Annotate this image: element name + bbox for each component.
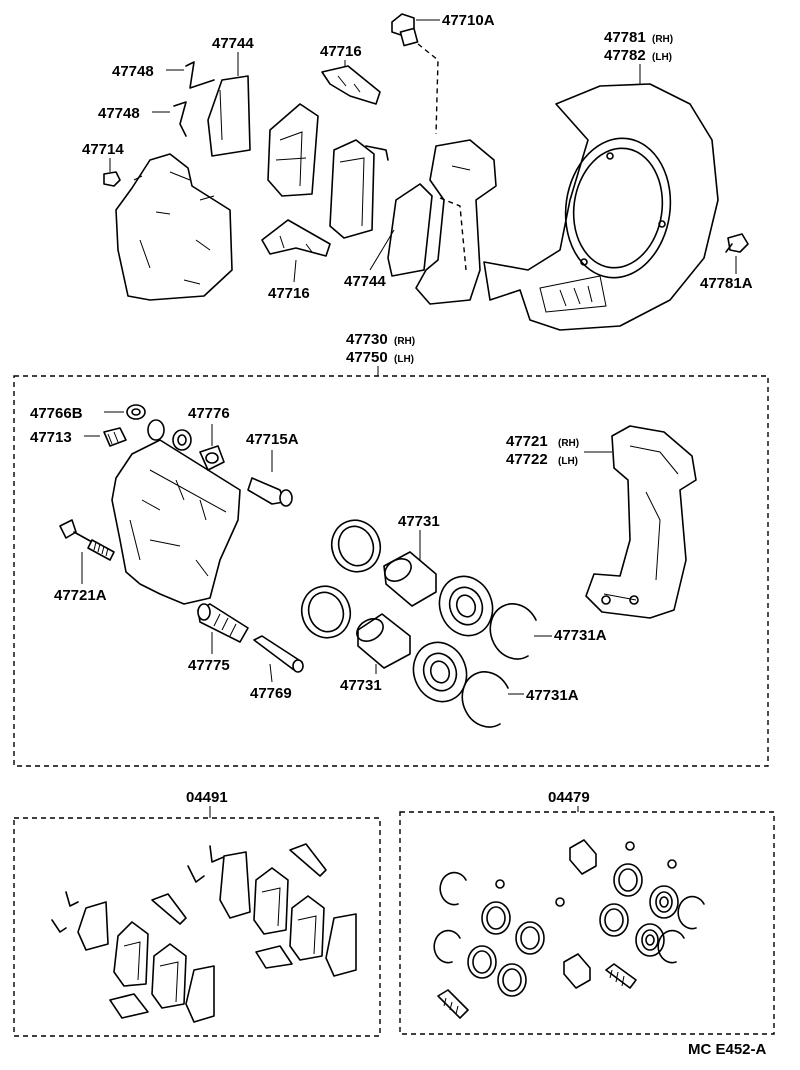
clip-47748-illustration bbox=[173, 61, 215, 137]
seal-ring-lower-left-illustration bbox=[300, 585, 352, 639]
label-47781-rh: (RH) bbox=[652, 34, 673, 45]
shim-47744-top-illustration bbox=[207, 75, 251, 157]
label-04491: 04491 bbox=[186, 789, 228, 806]
cap-47766b-illustration bbox=[126, 404, 146, 420]
label-47713: 47713 bbox=[30, 429, 72, 446]
piston-upper-illustration bbox=[383, 551, 437, 607]
label-47731a-b: 47731A bbox=[526, 687, 579, 704]
label-47716-top: 47716 bbox=[320, 43, 362, 60]
label-47730-rh: (RH) bbox=[394, 336, 415, 347]
label-47748-a: 47748 bbox=[112, 63, 154, 80]
label-47776: 47776 bbox=[188, 405, 230, 422]
seal-ring-upper-left-illustration bbox=[330, 519, 382, 573]
slide-pin-47775-illustration bbox=[197, 603, 249, 643]
label-47766b: 47766B bbox=[30, 405, 83, 422]
pad-support-plate-47716-bottom-illustration bbox=[261, 219, 331, 257]
bolt-47710a-illustration bbox=[391, 13, 439, 135]
pad-inner-top-illustration bbox=[267, 103, 319, 197]
kit-04491-box bbox=[13, 817, 381, 1037]
label-47722: 47722 bbox=[506, 451, 548, 468]
label-47731-bottom: 47731 bbox=[340, 677, 382, 694]
label-47744-bottom: 47744 bbox=[344, 273, 386, 290]
slide-pin-47769-illustration bbox=[253, 635, 304, 673]
label-47731a-a: 47731A bbox=[554, 627, 607, 644]
label-47775: 47775 bbox=[188, 657, 230, 674]
label-47730: 47730 bbox=[346, 331, 388, 348]
kit-04479-box bbox=[399, 811, 775, 1035]
dust-boot-upper-illustration bbox=[438, 575, 494, 637]
caliper-assembly-box bbox=[13, 375, 769, 767]
retaining-ring-upper-illustration bbox=[489, 603, 537, 660]
label-47721-rh: (RH) bbox=[558, 438, 579, 449]
footer-code: MC E452-A bbox=[688, 1041, 767, 1058]
shim-47744-bottom-illustration bbox=[387, 183, 433, 277]
torque-plate-47721-illustration bbox=[585, 425, 697, 619]
label-47716-bottom: 47716 bbox=[268, 285, 310, 302]
label-47782-lh: (LH) bbox=[652, 52, 672, 63]
label-47731-top: 47731 bbox=[398, 513, 440, 530]
bushing-47776-illustration bbox=[199, 445, 225, 471]
label-47744-top: 47744 bbox=[212, 35, 254, 52]
label-47721: 47721 bbox=[506, 433, 548, 450]
nut-47714-illustration bbox=[103, 171, 121, 187]
label-47750-lh: (LH) bbox=[394, 354, 414, 365]
mounting-bracket-top-illustration bbox=[415, 139, 497, 305]
pad-outer-top-illustration bbox=[329, 139, 389, 239]
label-47715a: 47715A bbox=[246, 431, 299, 448]
retaining-ring-lower-illustration bbox=[461, 671, 509, 728]
label-04479: 04479 bbox=[548, 789, 590, 806]
bolt-47715a-illustration bbox=[247, 477, 293, 507]
bleeder-47713-illustration bbox=[103, 427, 127, 447]
label-47750: 47750 bbox=[346, 349, 388, 366]
label-47748-b: 47748 bbox=[98, 105, 140, 122]
label-47714: 47714 bbox=[82, 141, 124, 158]
bolt-47781a-illustration bbox=[725, 233, 749, 253]
label-47710a: 47710A bbox=[442, 12, 495, 29]
label-47769: 47769 bbox=[250, 685, 292, 702]
label-47781a: 47781A bbox=[700, 275, 753, 292]
caliper-housing-top-illustration bbox=[115, 153, 233, 301]
caliper-housing-illustration bbox=[111, 419, 241, 605]
kit-04491-parts-illustration bbox=[51, 843, 357, 1023]
label-47781: 47781 bbox=[604, 29, 646, 46]
label-47721a: 47721A bbox=[54, 587, 107, 604]
dust-boot-lower-illustration bbox=[412, 641, 468, 703]
label-47782: 47782 bbox=[604, 47, 646, 64]
label-47722-lh: (LH) bbox=[558, 456, 578, 467]
piston-lower-illustration bbox=[356, 613, 411, 669]
dust-cover-47781-illustration bbox=[483, 83, 719, 331]
bolt-47721a-illustration bbox=[59, 519, 115, 561]
pad-support-plate-47716-top-illustration bbox=[321, 65, 381, 105]
kit-04479-parts-illustration bbox=[433, 839, 705, 1019]
